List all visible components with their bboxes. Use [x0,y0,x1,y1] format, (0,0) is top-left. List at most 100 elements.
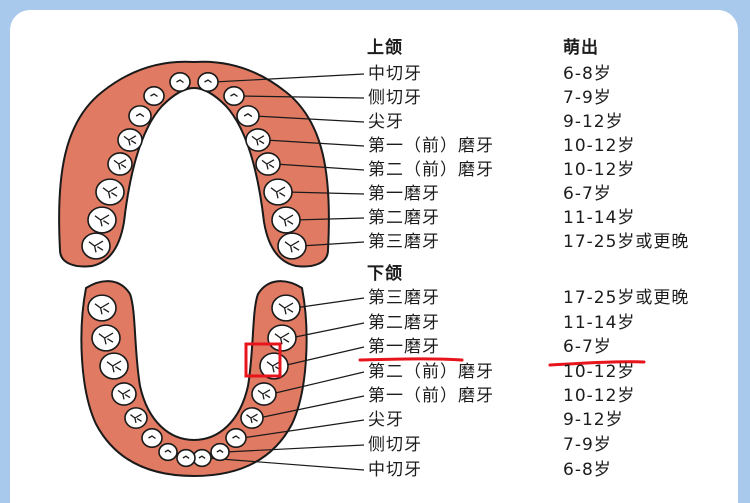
upper-left-tooth-8 [81,232,111,260]
upper-name-8: 第三磨牙 [368,232,440,252]
upper-name-7: 第二磨牙 [368,208,440,228]
upper-jaw-gum [58,60,330,268]
upper-right-tooth-8 [277,232,307,260]
lower-leader-2 [290,322,365,339]
lower-right-tooth-6 [225,427,247,448]
upper-right-tooth-7 [271,206,301,234]
lower-left-tooth-7 [158,442,178,462]
lower-right-tooth-2-fissure [274,332,290,345]
lower-right-tooth-6-fissure [232,435,240,440]
upper-left-tooth-6 [95,178,125,206]
upper-age-5: 10-12岁 [563,160,636,180]
upper-right-tooth-2 [223,86,245,107]
highlight-box [244,342,282,378]
upper-left-tooth-4-fissure [123,135,137,146]
upper-left-tooth-5-fissure [113,159,127,170]
upper-left-tooth-8-fissure [88,240,104,253]
upper-right-tooth-7-fissure [278,214,294,227]
upper-left-tooth-7-fissure [94,214,110,227]
upper-left-tooth-7 [87,206,117,234]
lower-age-1: 17-25岁或更晚 [563,288,690,308]
upper-right-tooth-1 [197,71,219,92]
diagram-card: 上颌 萌出 中切牙 6-8岁 侧切牙 7-9岁 尖牙 9-12岁 第一（前）磨牙… [10,10,738,503]
upper-right-tooth-6 [263,178,293,206]
lower-name-4: 第二（前）磨牙 [368,362,494,382]
upper-leader-5 [275,163,365,171]
eruption-header: 萌出 [563,38,599,58]
lower-left-tooth-3-fissure [106,360,122,373]
upper-left-tooth-2-fissure [150,93,158,98]
lower-left-tooth-1-fissure [94,302,110,315]
lower-right-tooth-1 [271,294,301,322]
lower-name-3: 第一磨牙 [368,337,440,357]
lower-name-2: 第二磨牙 [368,313,440,333]
lower-left-tooth-6-fissure [148,435,156,440]
lower-leader-3 [282,346,365,367]
lower-right-tooth-4-fissure [257,389,271,400]
upper-age-3: 9-12岁 [563,112,624,132]
lower-right-tooth-2 [267,324,297,352]
lower-right-tooth-8-fissure [198,455,206,459]
lower-left-tooth-1 [87,294,117,322]
lower-name-8: 中切牙 [368,460,422,480]
upper-leader-1 [213,73,365,83]
upper-name-3: 尖牙 [368,112,404,132]
upper-left-tooth-1 [169,71,191,92]
lower-left-tooth-5-fissure [130,413,142,424]
lower-left-tooth-4-fissure [117,389,131,400]
upper-name-4: 第一（前）磨牙 [368,136,494,156]
lower-age-3: 6-7岁 [563,337,612,357]
lower-age-6: 9-12岁 [563,410,624,430]
lower-leader-8 [207,457,365,471]
lower-age-2: 11-14岁 [563,313,636,333]
upper-left-tooth-3 [128,105,152,127]
upper-leader-8 [300,241,365,247]
upper-name-6: 第一磨牙 [368,184,440,204]
upper-right-tooth-3-fissure [243,113,253,118]
upper-leader-7 [294,217,365,221]
upper-right-tooth-6-fissure [270,186,286,199]
lower-name-7: 侧切牙 [368,435,422,455]
lower-right-tooth-7 [210,442,230,462]
lower-left-tooth-6 [141,427,163,448]
upper-left-tooth-6-fissure [102,186,118,199]
upper-name-1: 中切牙 [368,64,422,84]
upper-right-tooth-2-fissure [230,93,238,98]
lower-leader-5 [258,395,365,419]
upper-left-tooth-2 [143,86,165,107]
lower-right-tooth-1-fissure [278,302,294,315]
upper-age-8: 17-25岁或更晚 [563,232,690,252]
lower-left-tooth-2-fissure [98,332,114,345]
lower-left-tooth-3 [99,352,129,380]
lower-age-8: 6-8岁 [563,460,612,480]
upper-age-6: 6-7岁 [563,184,612,204]
upper-right-tooth-8-fissure [284,240,300,253]
lower-name-5: 第一（前）磨牙 [368,386,494,406]
upper-left-tooth-1-fissure [176,79,184,84]
upper-age-2: 7-9岁 [563,88,612,108]
upper-age-7: 11-14岁 [563,208,636,228]
highlight-underline-age [548,360,646,367]
upper-left-tooth-3-fissure [135,113,145,118]
dental-arch-diagram [58,60,646,478]
lower-left-tooth-8-fissure [182,455,190,459]
lower-age-4: 10-12岁 [563,362,636,382]
upper-age-4: 10-12岁 [563,136,636,156]
upper-leader-6 [286,191,365,195]
lower-right-tooth-7-fissure [216,449,224,453]
upper-leader-2 [239,95,365,99]
upper-right-tooth-4-fissure [251,135,265,146]
lower-leader-1 [294,297,365,309]
upper-name-5: 第二（前）磨牙 [368,160,494,180]
lower-left-tooth-7-fissure [164,449,172,453]
upper-right-tooth-1-fissure [204,79,212,84]
lower-age-5: 10-12岁 [563,386,636,406]
lower-left-tooth-2 [91,324,121,352]
highlight-underline-name [358,357,464,362]
upper-right-tooth-5-fissure [261,159,275,170]
lower-leader-7 [225,444,365,453]
lower-name-1: 第三磨牙 [368,288,440,308]
lower-leader-4 [271,371,365,395]
lower-jaw-header: 下颌 [367,264,403,284]
lower-name-6: 尖牙 [368,410,404,430]
